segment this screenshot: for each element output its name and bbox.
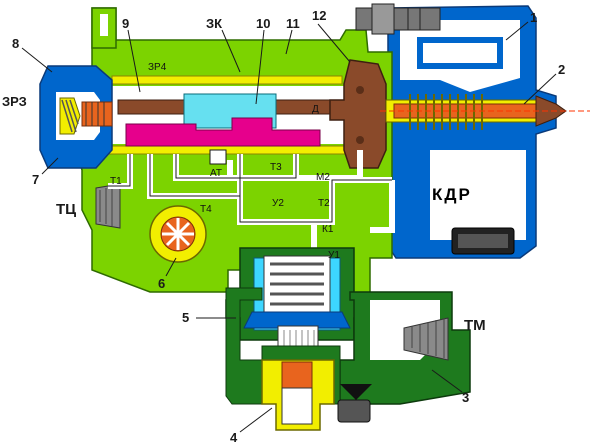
brown-piston-head	[329, 59, 387, 169]
callout-1: 1	[530, 10, 537, 25]
port-zk: ЗК	[206, 16, 222, 31]
port-kdr: КДР	[432, 185, 472, 204]
callout-5: 5	[182, 310, 189, 325]
kdr-housing	[387, 5, 557, 259]
valve-6	[149, 205, 207, 263]
callout-3: 3	[462, 390, 469, 405]
callout-6: 6	[158, 276, 165, 291]
callout-2: 2	[558, 62, 565, 77]
lower-valve	[225, 247, 371, 355]
top-yellow-rail	[111, 75, 343, 85]
left-end-cap	[39, 65, 113, 169]
callout-9: 9	[122, 16, 129, 31]
bottom-plug	[337, 399, 371, 423]
port-zr4: ЗР4	[148, 62, 167, 73]
inner-k1: К1	[322, 224, 334, 235]
inner-m2: М2	[316, 172, 330, 183]
port-tm: ТМ	[464, 317, 486, 334]
check-valve	[340, 384, 372, 400]
inner-at: АТ	[210, 168, 222, 179]
at-component	[209, 149, 227, 165]
callout-10: 10	[256, 16, 270, 31]
inner-d: Д	[312, 104, 319, 115]
inner-t1: Т1	[110, 176, 122, 187]
callout-8: 8	[12, 36, 19, 51]
port-zr3: ЗРЗ	[2, 94, 27, 109]
leader-lines	[21, 21, 557, 433]
callout-7: 7	[32, 172, 39, 187]
inner-t4: Т4	[200, 204, 212, 215]
inner-t2: Т2	[318, 198, 330, 209]
right-rod-assembly	[380, 94, 590, 130]
channel-outlines	[108, 154, 392, 223]
bottom-yellow-rail	[95, 145, 377, 155]
tc-filter	[95, 183, 121, 229]
magenta-chamber	[125, 117, 321, 147]
port-tc: ТЦ	[56, 201, 76, 218]
callout-4: 4	[230, 430, 238, 445]
top-bolt	[355, 3, 441, 35]
inner-u1: У1	[328, 250, 340, 261]
tm-filter	[403, 317, 449, 361]
inner-t3: Т3	[270, 162, 282, 173]
callout-12: 12	[312, 8, 326, 23]
callout-11: 11	[286, 16, 300, 31]
inner-u2: У2	[272, 198, 284, 209]
part-4-fitting	[261, 359, 335, 431]
